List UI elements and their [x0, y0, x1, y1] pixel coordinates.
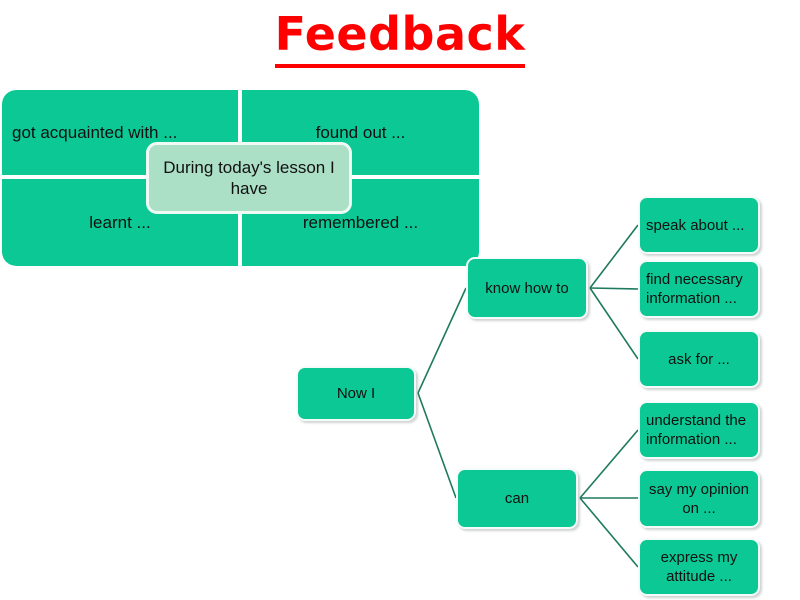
connector-now-i-to-can [417, 392, 457, 499]
connector-know-how-to-to-find [589, 287, 639, 290]
leaf-say-my-opinion-on[interactable]: say my opinion on ... [638, 469, 760, 528]
connector-now-i-to-know-how-to [417, 287, 467, 394]
node-know-how-to[interactable]: know how to [466, 257, 588, 319]
quadrant-center-label[interactable]: During today's lesson I have [146, 142, 352, 214]
leaf-ask-for[interactable]: ask for ... [638, 330, 760, 388]
leaf-find-necessary-information[interactable]: find necessary information ... [638, 260, 760, 318]
page-title-text: Feedback [274, 6, 526, 68]
node-now-i[interactable]: Now I [296, 366, 416, 421]
connector-know-how-to-to-speak [589, 224, 639, 289]
connector-know-how-to-to-ask [589, 287, 639, 360]
quadrant-cell-bottom-right[interactable]: remembered ... [242, 179, 479, 266]
page-title: Feedback [0, 6, 800, 68]
leaf-express-my-attitude[interactable]: express my attitude ... [638, 538, 760, 596]
leaf-speak-about[interactable]: speak about ... [638, 196, 760, 254]
connector-can-to-understand [579, 429, 639, 499]
leaf-understand-the-information[interactable]: understand the information ... [638, 401, 760, 459]
quadrant-chart: got acquainted with ... found out ... le… [2, 90, 479, 266]
node-can[interactable]: can [456, 468, 578, 529]
connector-can-to-express [579, 497, 639, 568]
